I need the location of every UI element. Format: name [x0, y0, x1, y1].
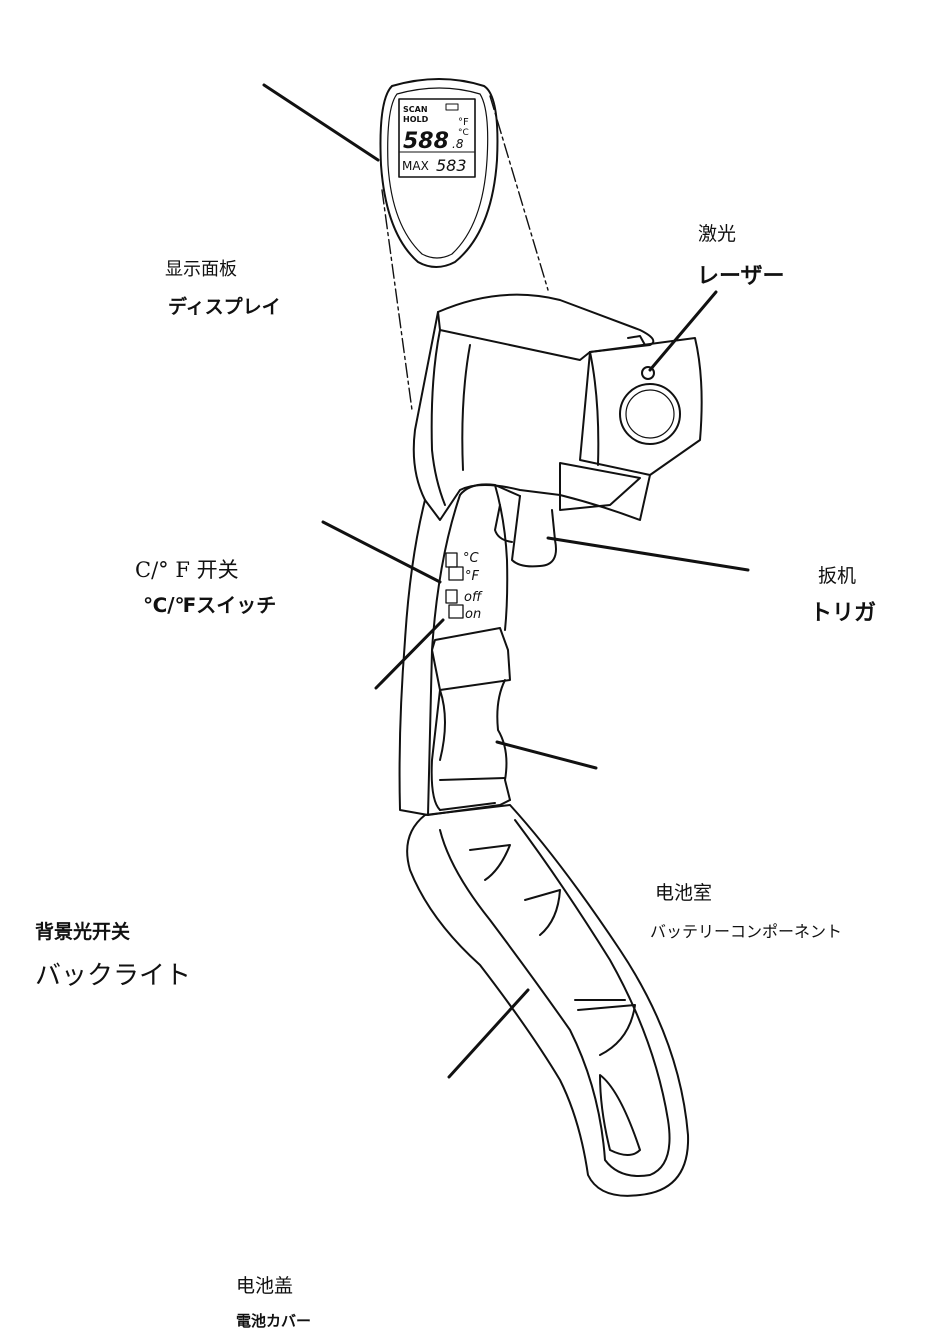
trigger-label-cn: 扳机 [818, 561, 856, 588]
trigger-label-jp: トリガ [810, 595, 876, 627]
switch-deg-c: °C [463, 551, 480, 566]
lcd-scan-text: SCAN [403, 105, 428, 114]
trigger-illustration [495, 463, 640, 566]
lcd-max-label: MAX [402, 159, 429, 173]
battery-cover-label-jp: 電池カバー [236, 1310, 311, 1331]
unit-switch-label-cn: C/° F 开关 [135, 554, 239, 584]
switch-off: off [464, 590, 483, 605]
battery-cover-label-cn: 电池盖 [236, 1271, 293, 1298]
battery-cover-illustration [407, 805, 688, 1196]
lcd-screen: SCAN HOLD °F °C 588 .8 MAX 583 [402, 105, 469, 175]
handle-body [400, 484, 520, 815]
switch-deg-f: °F [465, 569, 480, 584]
laser-label-cn: 激光 [698, 219, 736, 246]
lcd-main-decimal: .8 [452, 137, 464, 151]
switch-on: on [465, 607, 481, 622]
thermometer-head [414, 295, 702, 520]
display-label-jp: ディスプレイ [168, 292, 281, 319]
laser-label-jp: レーザー [697, 258, 785, 290]
lcd-max-reading: 583 [436, 156, 467, 175]
backlight-label-jp: バックライト [35, 955, 191, 992]
unit-switch-label-jp: ℃/℉スイッチ [143, 589, 276, 618]
lcd-main-reading: 588 [403, 129, 449, 154]
battery-room-label-cn: 电池室 [655, 878, 712, 905]
switch-labels: °C °F off on [463, 551, 483, 622]
lcd-hold-text: HOLD [403, 115, 429, 124]
battery-room-label-jp: バッテリーコンポーネント [650, 918, 842, 942]
lcd-unit-f: °F [458, 117, 469, 128]
display-label-cn: 显示面板 [165, 255, 237, 281]
switch-boxes [446, 553, 463, 618]
backlight-label-cn: 背景光开关 [35, 917, 130, 944]
